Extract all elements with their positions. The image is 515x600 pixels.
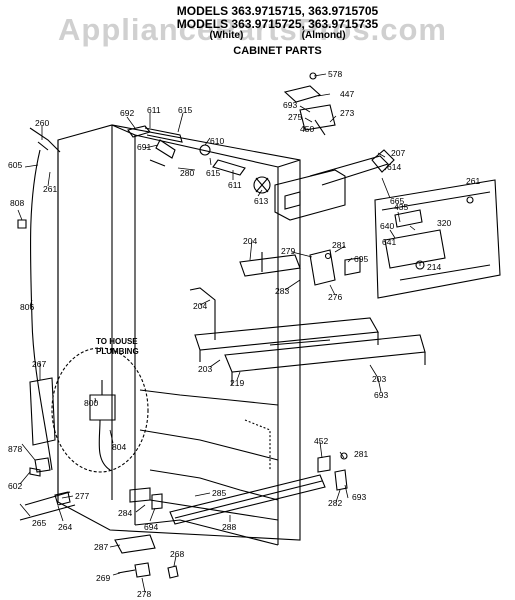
callout-694: 694 [144,522,158,532]
callout-804: 804 [112,442,126,452]
callout-693-c: 693 [352,492,366,502]
callout-611: 611 [147,105,161,115]
callout-279: 279 [281,246,295,256]
drain-tube [17,127,61,471]
callout-615-b: 615 [206,168,220,178]
callout-452: 452 [314,436,328,446]
callout-447: 447 [340,89,354,99]
callout-615: 615 [178,105,192,115]
plumbing-note-line-2: PLUMBING [96,347,139,356]
callout-695: 695 [354,254,368,264]
callout-265: 265 [32,518,46,528]
callout-260: 260 [35,118,49,128]
callout-203: 203 [198,364,212,374]
title-models-line-1: MODELS 363.9715715, 363.9715705 [176,4,379,18]
shelf-bracket-upper [239,249,361,286]
callout-284: 284 [118,508,132,518]
callout-665: 665 [390,196,404,206]
callout-275: 275 [288,112,302,122]
callout-640: 640 [380,221,394,231]
leveling-legs [114,534,179,579]
callout-605: 605 [8,160,22,170]
callout-611-b: 611 [228,180,242,190]
callout-276: 276 [328,292,342,302]
callout-268: 268 [170,549,184,559]
callout-878: 878 [8,444,22,454]
grille-assembly [151,474,326,525]
callout-288: 288 [222,522,236,532]
callout-693-b: 693 [374,390,388,400]
callout-691: 691 [137,142,151,152]
callout-450: 450 [300,124,314,134]
callout-280: 280 [180,168,194,178]
callout-283: 283 [275,286,289,296]
callout-267: 267 [32,359,46,369]
callout-693: 693 [283,100,297,110]
plumbing-note-line-1: TO HOUSE [96,337,138,346]
control-panel [374,179,501,299]
callout-806: 806 [20,302,34,312]
fan-motor-assembly [253,149,395,221]
callout-269: 269 [96,573,110,583]
callout-214: 214 [427,262,441,272]
callout-207: 207 [391,148,405,158]
callout-641: 641 [382,237,396,247]
title-models-line-2: MODELS 363.9715725, 363.9715735 [176,17,379,31]
callout-277: 277 [75,491,89,501]
callout-219: 219 [230,378,244,388]
callout-320: 320 [437,218,451,228]
cabinet-shell [57,124,301,546]
callout-281: 281 [332,240,346,250]
callout-602: 602 [8,481,22,491]
callout-261-b: 261 [466,176,480,186]
callout-435: 435 [394,202,408,212]
callout-692: 692 [120,108,134,118]
title-color-line: (White) (Almond) [209,30,346,41]
callout-labels: 578 447 693 275 450 273 692 611 615 260 … [8,69,480,599]
callout-264: 264 [58,522,72,532]
water-valve-assembly [29,347,149,473]
callout-578: 578 [328,69,342,79]
callout-287: 287 [94,542,108,552]
callout-203-b: 203 [372,374,386,384]
callout-278: 278 [137,589,151,599]
leader-lines [17,73,421,593]
callout-610: 610 [210,136,224,146]
thermostat-knob-assembly [283,72,336,136]
callout-808: 808 [10,198,24,208]
callout-204: 204 [243,236,257,246]
callout-204-b: 204 [193,301,207,311]
title-cabinet-parts: CABINET PARTS [233,45,322,57]
callout-613: 613 [254,196,268,206]
callout-282: 282 [328,498,342,508]
shelf-support [194,317,426,385]
callout-261: 261 [43,184,57,194]
watermark: AppliancePartsPros.com [58,12,447,47]
callout-800: 800 [84,398,98,408]
bottom-left-hinge [19,457,151,521]
bottom-right-hinge [317,452,348,491]
callout-281-b: 281 [354,449,368,459]
callout-614: 614 [387,162,401,172]
callout-285: 285 [212,488,226,498]
callout-273: 273 [340,108,354,118]
